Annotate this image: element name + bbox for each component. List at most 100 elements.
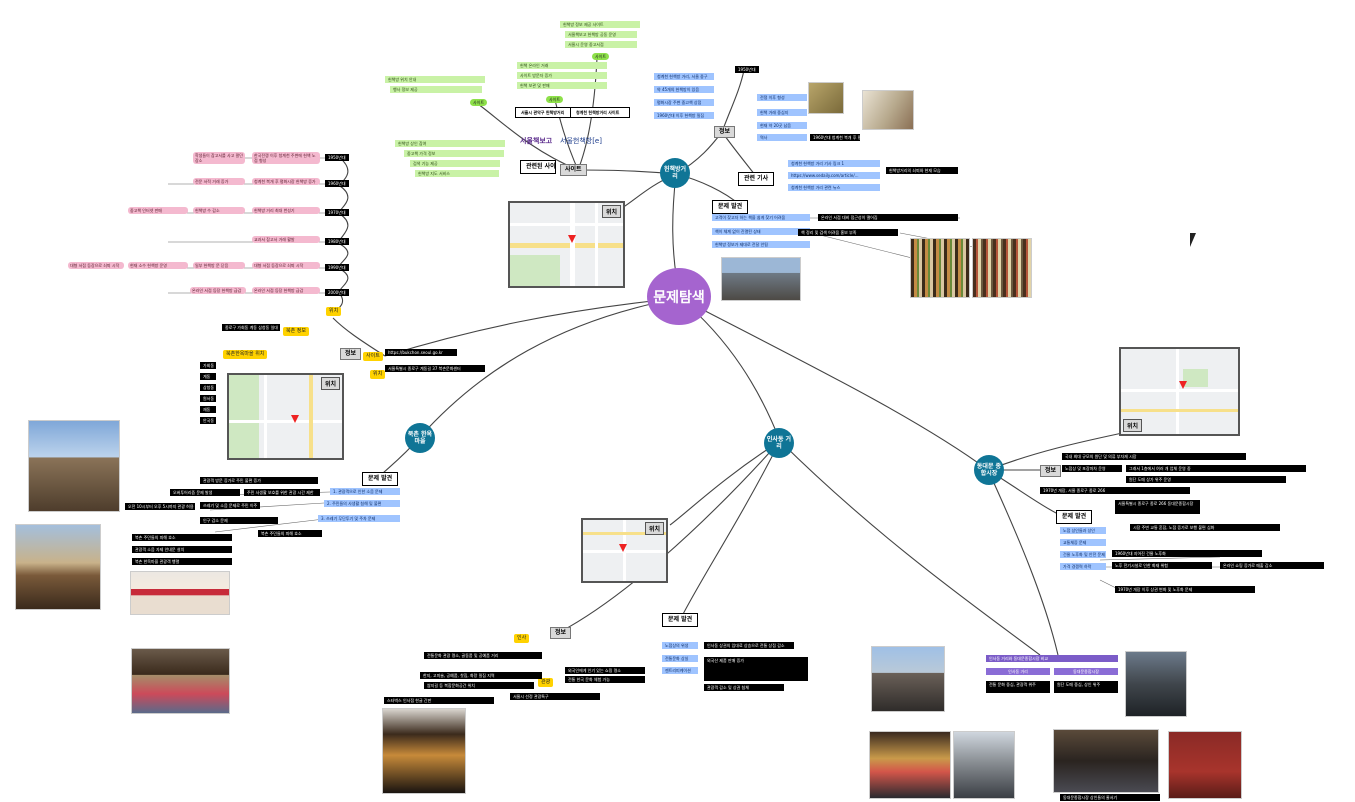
pink-note-3: 헌책방 거리 최대 번성기 (252, 207, 320, 215)
bukchon-problem-1: 1. 관광객으로 인한 소음 문제 (330, 488, 400, 496)
insadong-problem-3: 젠트리피케이션 (662, 667, 698, 675)
book-problem-1: 고객이 찾고자 하는 책을 쉽게 찾기 어려움 (712, 214, 810, 222)
bukchon-loc-chip: 위치 (326, 307, 342, 316)
book-info-box[interactable]: 정보 (714, 126, 736, 138)
pink-year-4: 1980년대 (325, 238, 349, 246)
dd-problem-3: 건물 노후화 및 안전 문제 (1060, 551, 1106, 559)
bukchon-photo-note-1: 북촌 주민들의 피해 호소 (132, 534, 232, 542)
book-site-right: 청계천 헌책방거리 사이트 (570, 107, 630, 119)
pink-note-9: 헌책방 수 감소 (193, 207, 245, 215)
green-note-8: 행사 정보 제공 (390, 86, 482, 94)
bukchon-side-4: 원서동 (200, 395, 216, 403)
book-info-note-3: 평화시장 주변 중고책 상점 (654, 99, 714, 107)
hub-dongdaemun[interactable]: 동대문 종합시장 (974, 455, 1004, 485)
dd-problem-2: 교통체증 문제 (1060, 539, 1106, 547)
dd-problem-note-1: 시장 주변 교통 혼잡, 노점 증가로 보행 불편 심화 (1130, 524, 1280, 532)
link-site-green (577, 57, 598, 171)
book-top-chip: 1950년대 (735, 66, 759, 74)
bukchon-info-box[interactable]: 정보 (340, 348, 362, 360)
insadong-photo-note: 스타벅스 인사점 한글 간판 (384, 697, 494, 705)
green-chip-2: 사이트 (546, 96, 564, 104)
book-problem-note-2: 책 정리 및 검색 어려움 홍보 부족 (798, 229, 898, 237)
bukchon-info-yellow-1: 북촌 정보 (283, 327, 309, 336)
pink-note-11: 중고책 인터넷 판매 (128, 207, 188, 215)
link-ins-compare (779, 440, 1041, 656)
hub-bukchon[interactable]: 북촌 한옥마을 (405, 423, 435, 453)
book-problem-note-1: 온라인 서점 대비 접근성이 떨어짐 (818, 214, 958, 222)
book-photo-street (721, 257, 801, 301)
dd-problem-note-4: 온라인 쇼핑 증가로 매출 감소 (1220, 562, 1324, 570)
bukchon-photo-roofs (15, 524, 101, 610)
hub-bookstreet[interactable]: 헌책방거리 (660, 158, 690, 188)
insadong-problem-note-3: 관광객 감소 및 상권 침체 (704, 684, 784, 692)
seoul-used-book-logo: 서울헌책방[e] (560, 137, 602, 145)
link-info-top (721, 69, 745, 133)
book-sub-note-2: 헌책 거래 중심지 (757, 109, 807, 117)
bukchon-note-5: 쓰레기 및 소음 문제로 주민 이주 (200, 502, 260, 510)
link-dd-compare (987, 469, 1059, 656)
pink-note-12: 현재 소수 헌책방 운영 (128, 262, 188, 270)
bukchon-problem-box[interactable]: 문제 발견 (362, 472, 399, 486)
hub-insadong[interactable]: 인사동 거리 (764, 428, 794, 458)
green-note-6: 헌책 보관 및 판매 (517, 82, 607, 90)
insadong-location-map[interactable]: 위치 (581, 518, 668, 583)
book-article-link-1[interactable]: 청계천 헌책방 거리 기사 링크 1 (788, 160, 880, 168)
link-center-bukchon (419, 297, 681, 438)
dd-info-box[interactable]: 정보 (1040, 465, 1062, 477)
green-note-5: 사이트 방문자 증가 (517, 72, 607, 80)
dd-address[interactable]: 서울특별시 종로구 종로 266 동대문종합시장 (1115, 500, 1200, 514)
book-location-map[interactable]: 위치 (508, 201, 625, 288)
compare-cell-1: 전통 문화 중심, 관광객 위주 (986, 681, 1050, 693)
book-problem-box[interactable]: 문제 발견 (712, 200, 749, 214)
bukchon-photo-note-2: 관광객 소음 자제 안내문 설치 (132, 546, 232, 554)
dd-photo-door (1168, 731, 1242, 799)
bukchon-location-map[interactable]: 위치 (227, 373, 344, 460)
book-article-link-2[interactable]: https://www.sedaily.com/article/... (788, 172, 880, 180)
pink-year-3: 1970년대 (325, 209, 349, 217)
insadong-info-box[interactable]: 정보 (550, 627, 572, 639)
green-note-2: 서울책보고 헌책방 공동 운영 (565, 31, 637, 39)
pink-note-1: 한국전쟁 이후 청계천 주변에 헌책 노점 형성 (252, 152, 320, 165)
book-photo-1 (808, 82, 844, 114)
insadong-tag-2: 관광 (538, 678, 554, 687)
book-site-box[interactable]: 사이트 (560, 164, 587, 176)
dd-bottom-note: 1970년 개장 이후 상권 변화 및 노후화 문제 (1115, 586, 1255, 594)
book-map-tag: 위치 (601, 205, 621, 218)
pink-note-8: 전문 서적 거래 증가 (193, 178, 245, 186)
bukchon-loc-chip-2: 위치 (370, 370, 386, 379)
dd-problem-box[interactable]: 문제 발견 (1056, 510, 1093, 524)
dd-problem-4: 가격 경쟁력 하락 (1060, 563, 1106, 571)
dd-problem-note-2: 1960년대 지어진 건물 노후화 (1112, 550, 1262, 558)
bukchon-note-3: 주민 사생활 보호를 위한 관광 시간 제한 (244, 489, 320, 497)
bukchon-site-link[interactable]: https://bukchon.seoul.go.kr (385, 349, 457, 357)
bukchon-problem-3: 3. 쓰레기 무단투기 및 주차 문제 (318, 515, 400, 523)
bukchon-map-tag: 위치 (320, 377, 340, 390)
bukchon-side-3: 삼청동 (200, 384, 216, 392)
link-ins-loc (669, 440, 781, 526)
link-book-articles (721, 131, 756, 176)
compare-header-1: 인사동 거리 (986, 668, 1050, 676)
pink-note-14: 온라인 서점 등장 헌책방 급감 (190, 287, 246, 295)
compare-header-2: 동대문종합시장 (1054, 668, 1118, 676)
dd-photo-queue (1125, 651, 1187, 717)
insadong-problem-box[interactable]: 문제 발견 (662, 613, 699, 627)
book-articles-box[interactable]: 관련 기사 (738, 172, 775, 186)
link-site-green2 (554, 99, 579, 171)
book-sub-note-1: 전쟁 이후 형성 (757, 94, 807, 102)
bukchon-note-1: 관광객 방문 증가로 주민 불편 증가 (200, 477, 318, 485)
pink-note-5: 대형 서점 등장으로 쇠퇴 시작 (252, 262, 320, 270)
book-sub-note-3: 현재 약 20곳 남음 (757, 122, 807, 130)
green-note-3: 서울시 운영 중고서점 (565, 41, 637, 49)
dd-side-1: 그래서 1층에서 여러 개 업체 운영 중 (1126, 465, 1306, 473)
book-article-link-3[interactable]: 청계천 헌책방 거리 관련 뉴스 (788, 184, 880, 192)
green-note-1: 헌책방 정보 제공 사이트 (560, 21, 640, 29)
dd-photo-street-1 (871, 646, 945, 712)
insadong-problem-1: 노점상의 위생 (662, 642, 698, 650)
bukchon-loc-note: 서울특별시 종로구 계동길 37 북촌문화센터 (385, 365, 485, 373)
insadong-problem-note-1: 인사동 상권의 임대료 상승으로 전통 상점 감소 (704, 642, 794, 650)
book-photo-2 (862, 90, 914, 130)
dongdaemun-location-map[interactable]: 위치 (1119, 347, 1240, 436)
center-node[interactable]: 문제탐색 (647, 268, 711, 325)
insadong-problem-note-2: 외국산 제품 판매 증가 (704, 657, 808, 681)
book-site-left: 서울시 관악구 헌책방거리 (515, 107, 575, 119)
